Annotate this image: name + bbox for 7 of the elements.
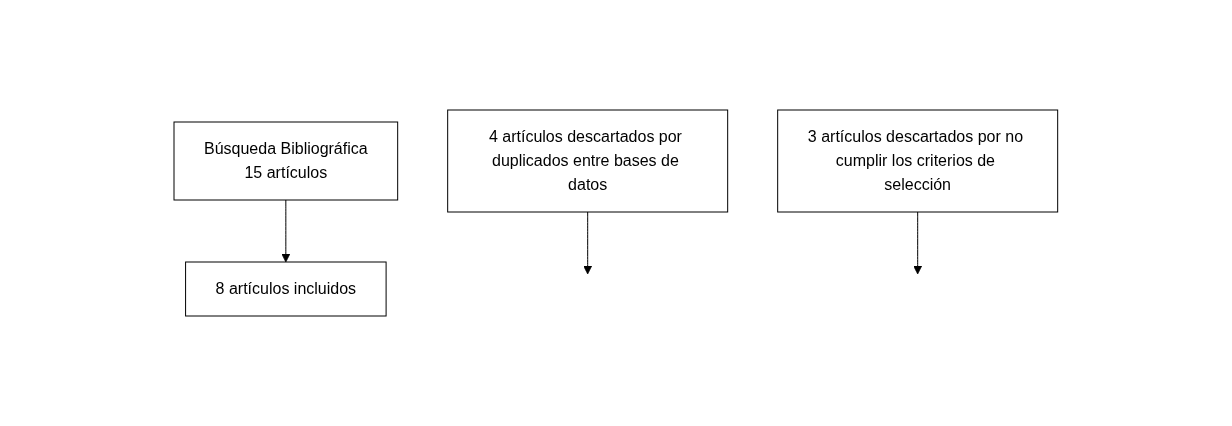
arrow <box>583 211 593 275</box>
arrow <box>281 199 291 263</box>
node-box: 8 artículos incluidos <box>185 261 387 317</box>
node-box: 3 artículos descartados por no cumplir los criterios de selección <box>777 109 1059 213</box>
node-box: 4 artículos descartados por duplicados entre bases de datos <box>447 109 729 213</box>
arrow <box>913 211 923 275</box>
node-box: Búsqueda Bibliográfica 15 artículos <box>173 121 399 201</box>
